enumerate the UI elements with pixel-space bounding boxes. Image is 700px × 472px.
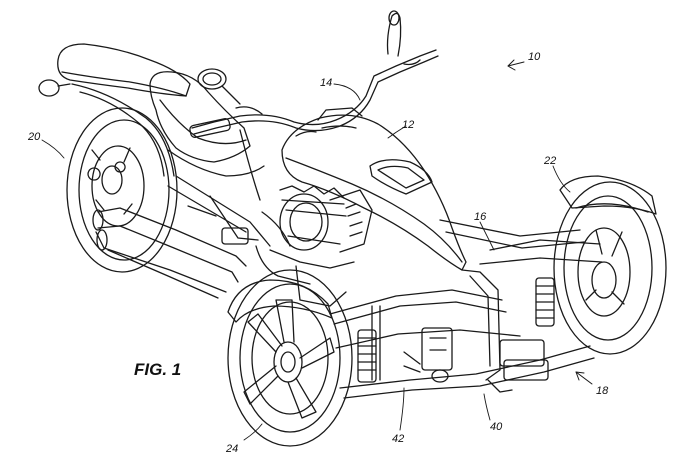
steering-head xyxy=(317,107,363,129)
handlebar xyxy=(189,10,439,138)
front-suspension xyxy=(329,219,603,399)
shock-absorber-right xyxy=(535,277,555,327)
ref-22: 22 xyxy=(543,155,556,167)
ref-40: 40 xyxy=(490,421,503,433)
tail-light xyxy=(38,79,71,97)
ref-42: 42 xyxy=(392,433,404,445)
linkage xyxy=(403,269,549,393)
ref-14: 14 xyxy=(320,77,332,89)
rear-wheel xyxy=(66,107,178,273)
fuel-tank xyxy=(281,114,467,271)
frame xyxy=(167,129,271,247)
engine xyxy=(255,185,373,307)
ref-18: 18 xyxy=(596,385,609,397)
leader-lines xyxy=(41,83,571,441)
ref-12: 12 xyxy=(402,119,414,131)
ref-24: 24 xyxy=(225,443,238,455)
ref-20: 20 xyxy=(27,131,41,143)
shock-absorber-left xyxy=(357,329,377,383)
ref-16: 16 xyxy=(474,211,487,223)
figure-label: FIG. 1 xyxy=(134,360,181,379)
left-mirror xyxy=(197,68,241,105)
pointer-arrows xyxy=(507,59,593,385)
rear-fender xyxy=(71,83,175,177)
front-right-wheel xyxy=(553,175,667,355)
exhaust-pipes xyxy=(92,207,291,299)
ref-10: 10 xyxy=(528,51,541,63)
seat xyxy=(57,43,265,177)
front-left-wheel xyxy=(227,269,353,447)
